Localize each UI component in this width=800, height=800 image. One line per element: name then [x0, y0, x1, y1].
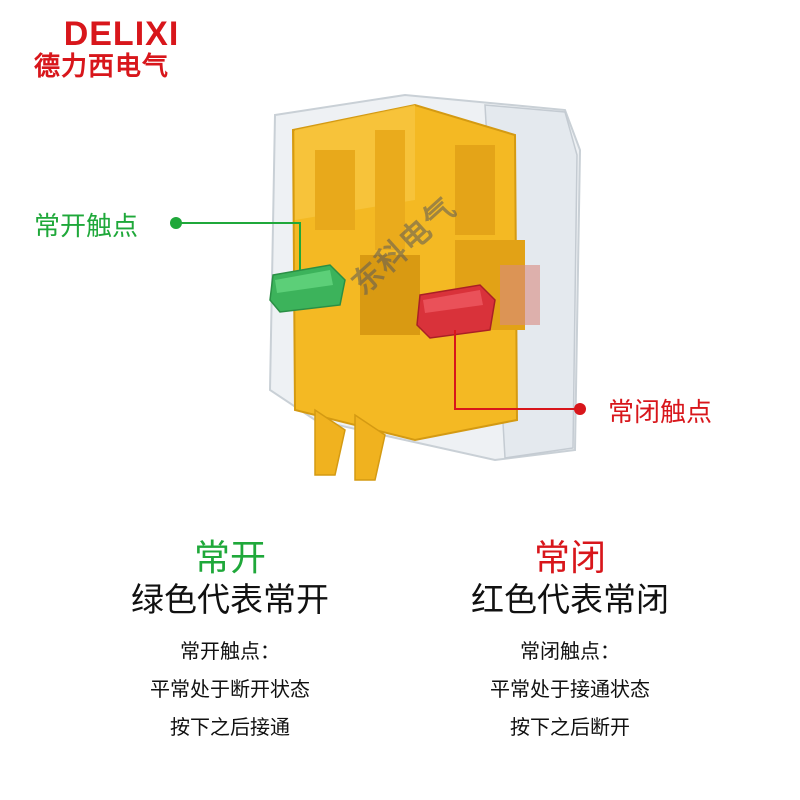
no-desc-line: 按下之后接通 — [170, 715, 290, 739]
nc-title: 常闭 — [533, 538, 606, 579]
no-desc-line: 平常处于断开状态 — [150, 677, 310, 701]
nc-desc-line: 常闭触点： — [520, 639, 620, 663]
normally-open-section: 常开 绿色代表常开 常开触点： 平常处于断开状态 按下之后接通 — [65, 540, 395, 746]
nc-desc-line: 按下之后断开 — [510, 715, 630, 739]
nc-contact-callout: 常闭触点 — [608, 398, 713, 428]
no-description: 常开触点： 平常处于断开状态 按下之后接通 — [65, 632, 395, 746]
nc-description: 常闭触点： 平常处于接通状态 按下之后断开 — [405, 632, 735, 746]
nc-subtitle: 红色代表常闭 — [471, 580, 669, 619]
no-contact-callout: 常开触点 — [34, 212, 139, 242]
brand-logo: DELIXI 德力西电气 — [34, 16, 234, 82]
nc-desc-line: 平常处于接通状态 — [490, 677, 650, 701]
no-title: 常开 — [193, 538, 266, 579]
no-subtitle: 绿色代表常开 — [131, 580, 329, 619]
normally-closed-section: 常闭 红色代表常闭 常闭触点： 平常处于接通状态 按下之后断开 — [405, 540, 735, 746]
contact-block-image — [268, 93, 582, 481]
brand-name-cn: 德力西电气 — [34, 52, 170, 82]
no-desc-line: 常开触点： — [180, 639, 280, 663]
brand-name-en: DELIXI — [63, 15, 180, 53]
